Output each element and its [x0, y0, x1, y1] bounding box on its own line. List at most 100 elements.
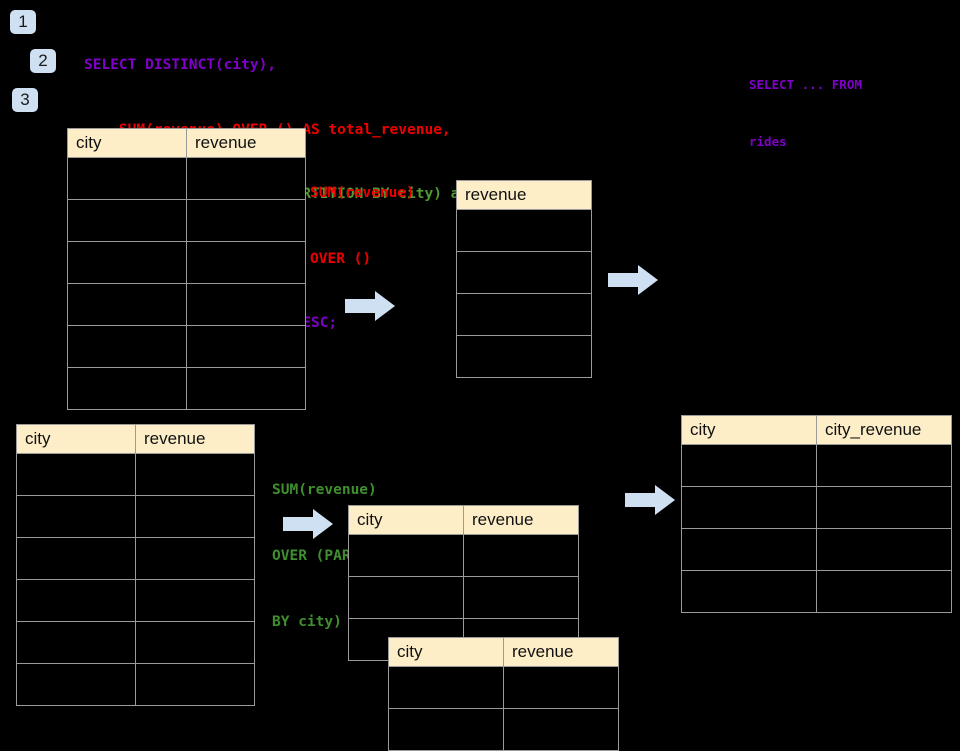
- table-cell-revenue: [456, 209, 592, 252]
- table-row: [348, 576, 579, 619]
- table-row: [388, 708, 619, 751]
- sql-line-select: SELECT DISTINCT(city),: [84, 57, 277, 73]
- table-cell-city: [348, 576, 464, 619]
- table-header-row: city revenue: [67, 128, 306, 158]
- table-header-row: city revenue: [16, 424, 255, 454]
- table-cell-revenue: [135, 453, 255, 496]
- table-cell-city: [16, 621, 136, 664]
- partition-group-table-front: city revenue: [388, 637, 619, 751]
- table-cell-revenue: [135, 663, 255, 706]
- annotation-sum-over-empty-line-1: SUM(revenue): [310, 185, 415, 201]
- table-cell-city: [681, 570, 817, 613]
- annotation-sum-over-empty: SUM(revenue) OVER (): [310, 138, 415, 314]
- column-header-revenue: revenue: [503, 637, 619, 667]
- arrow-total-to-result: [608, 265, 658, 295]
- table-cell-city: [67, 199, 187, 242]
- column-header-revenue: revenue: [135, 424, 255, 454]
- column-header-revenue: revenue: [186, 128, 306, 158]
- table-cell-revenue: [186, 241, 306, 284]
- table-cell-revenue: [135, 621, 255, 664]
- column-header-city: city: [67, 128, 187, 158]
- table-cell-revenue: [456, 251, 592, 294]
- result-city-revenue-table: city city_revenue: [681, 415, 952, 613]
- table-row: [16, 621, 255, 664]
- table-row: [681, 486, 952, 529]
- table-header-row: city revenue: [388, 637, 619, 667]
- table-row: [456, 335, 592, 378]
- step-badge-2: 2: [30, 49, 56, 73]
- source-rides-table-bottom: city revenue: [16, 424, 255, 706]
- table-row: [348, 534, 579, 577]
- table-cell-revenue: [186, 367, 306, 410]
- table-cell-city: [16, 453, 136, 496]
- table-cell-revenue: [463, 576, 579, 619]
- column-header-city: city: [388, 637, 504, 667]
- table-row: [681, 444, 952, 487]
- table-cell-city: [67, 241, 187, 284]
- table-cell-city: [16, 663, 136, 706]
- column-header-city: city: [348, 505, 464, 535]
- arrow-source-to-total: [345, 291, 395, 321]
- arrow-source-to-partition: [283, 509, 333, 539]
- column-header-revenue: revenue: [456, 180, 592, 210]
- table-row: [67, 241, 306, 284]
- table-cell-city: [16, 537, 136, 580]
- table-row: [388, 666, 619, 709]
- step-badge-1: 1: [10, 10, 36, 34]
- annotation-select-from-line-1: SELECT ... FROM: [749, 77, 862, 92]
- table-cell-city: [681, 528, 817, 571]
- table-cell-city: [681, 444, 817, 487]
- table-row: [67, 199, 306, 242]
- table-row: [16, 453, 255, 496]
- annotation-sum-over-partition-line-3: BY city): [272, 614, 342, 630]
- table-cell-revenue: [186, 283, 306, 326]
- source-rides-table-top: city revenue: [67, 128, 306, 410]
- table-header-row: revenue: [456, 180, 592, 210]
- table-cell-revenue: [186, 157, 306, 200]
- table-cell-revenue: [463, 534, 579, 577]
- table-header-row: city city_revenue: [681, 415, 952, 445]
- table-cell-revenue: [456, 335, 592, 378]
- table-cell-city-revenue: [816, 570, 952, 613]
- table-row: [16, 663, 255, 706]
- column-header-city: city: [681, 415, 817, 445]
- annotation-select-from-line-2: rides: [749, 134, 787, 149]
- table-cell-revenue: [135, 579, 255, 622]
- arrow-partition-to-result: [625, 485, 675, 515]
- table-row: [67, 325, 306, 368]
- table-cell-city: [67, 157, 187, 200]
- table-cell-city: [16, 579, 136, 622]
- table-cell-city-revenue: [816, 486, 952, 529]
- table-row: [681, 528, 952, 571]
- table-row: [456, 251, 592, 294]
- table-row: [456, 209, 592, 252]
- table-cell-revenue: [503, 708, 619, 751]
- table-cell-city-revenue: [816, 528, 952, 571]
- table-cell-city-revenue: [816, 444, 952, 487]
- table-row: [456, 293, 592, 336]
- table-cell-revenue: [135, 495, 255, 538]
- column-header-city: city: [16, 424, 136, 454]
- table-cell-revenue: [135, 537, 255, 580]
- table-row: [16, 579, 255, 622]
- total-revenue-table: revenue: [456, 180, 592, 378]
- table-row: [16, 495, 255, 538]
- table-cell-revenue: [186, 325, 306, 368]
- table-cell-city: [388, 666, 504, 709]
- table-row: [16, 537, 255, 580]
- table-row: [67, 157, 306, 200]
- table-cell-city: [681, 486, 817, 529]
- table-row: [681, 570, 952, 613]
- table-header-row: city revenue: [348, 505, 579, 535]
- column-header-revenue: revenue: [463, 505, 579, 535]
- annotation-sum-over-partition-line-1: SUM(revenue): [272, 482, 377, 498]
- diagram-canvas: 1 2 3 SELECT DISTINCT(city), SUM(revenue…: [10, 10, 952, 751]
- table-cell-city: [67, 325, 187, 368]
- table-cell-city: [388, 708, 504, 751]
- table-cell-revenue: [186, 199, 306, 242]
- table-cell-city: [67, 367, 187, 410]
- table-cell-revenue: [503, 666, 619, 709]
- annotation-select-from: SELECT ... FROM rides: [749, 37, 862, 189]
- annotation-sum-over-empty-line-2: OVER (): [310, 251, 372, 267]
- column-header-city-revenue: city_revenue: [816, 415, 952, 445]
